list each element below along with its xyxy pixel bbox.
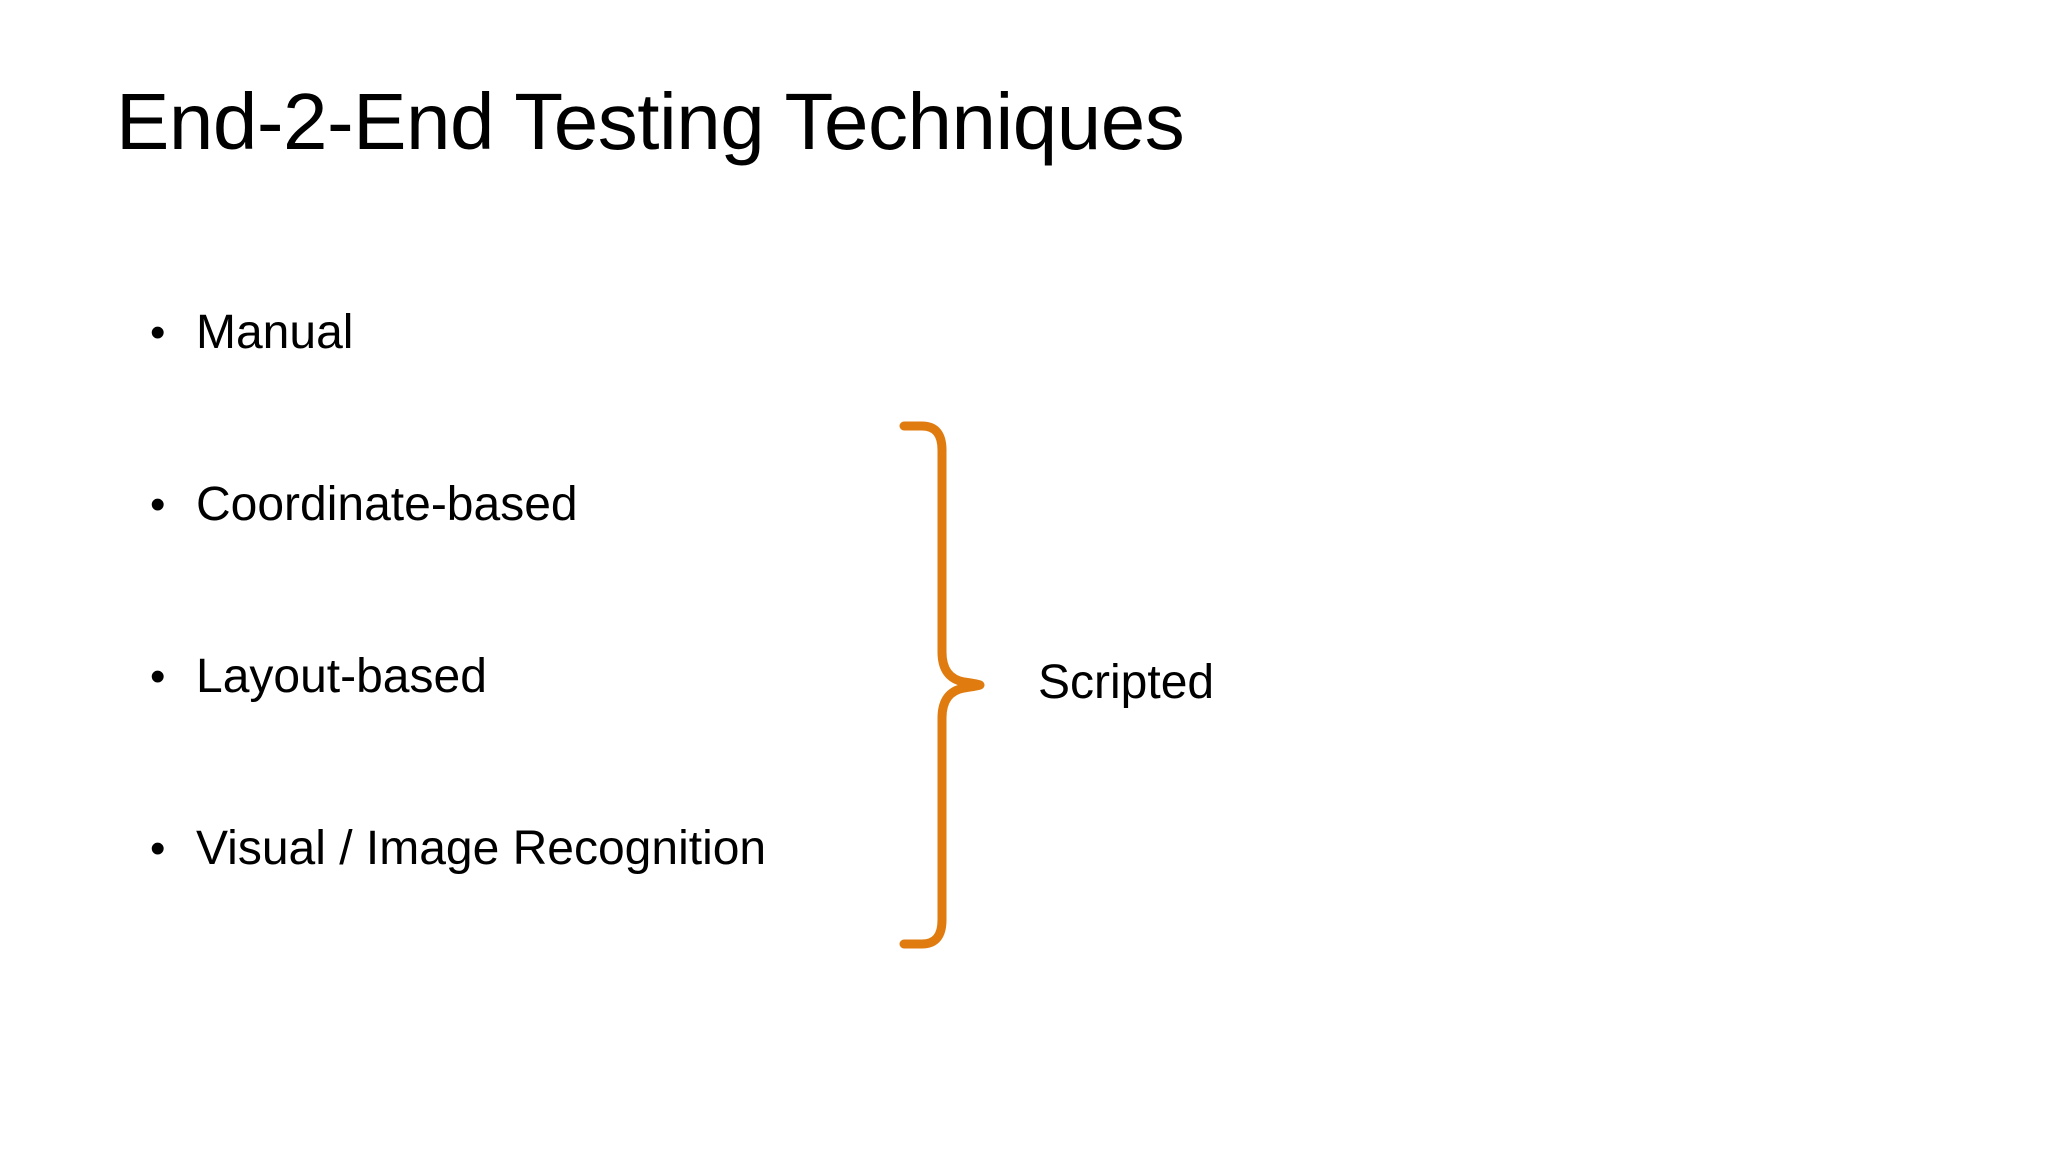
scripted-label: Scripted (1038, 656, 1215, 709)
brace-annotation (880, 420, 1010, 950)
bullet-dot-icon: • (150, 652, 166, 701)
bullet-dot-icon: • (150, 308, 166, 357)
bullet-label: Visual / Image Recognition (196, 822, 767, 875)
bullet-item-coordinate-based: • Coordinate-based (150, 472, 1050, 644)
curly-brace-icon (899, 421, 985, 949)
bullet-item-manual: • Manual (150, 300, 1050, 472)
bullet-dot-icon: • (150, 824, 166, 873)
bullet-item-layout-based: • Layout-based (150, 644, 1050, 816)
bullet-label: Manual (196, 306, 354, 359)
bullet-list: • Manual • Coordinate-based • Layout-bas… (150, 300, 1050, 988)
bullet-item-visual-image-recognition: • Visual / Image Recognition (150, 816, 1050, 988)
slide-title: End-2-End Testing Techniques (116, 77, 1185, 166)
bullet-label: Coordinate-based (196, 478, 578, 531)
bullet-label: Layout-based (196, 650, 487, 703)
bullet-dot-icon: • (150, 480, 166, 529)
